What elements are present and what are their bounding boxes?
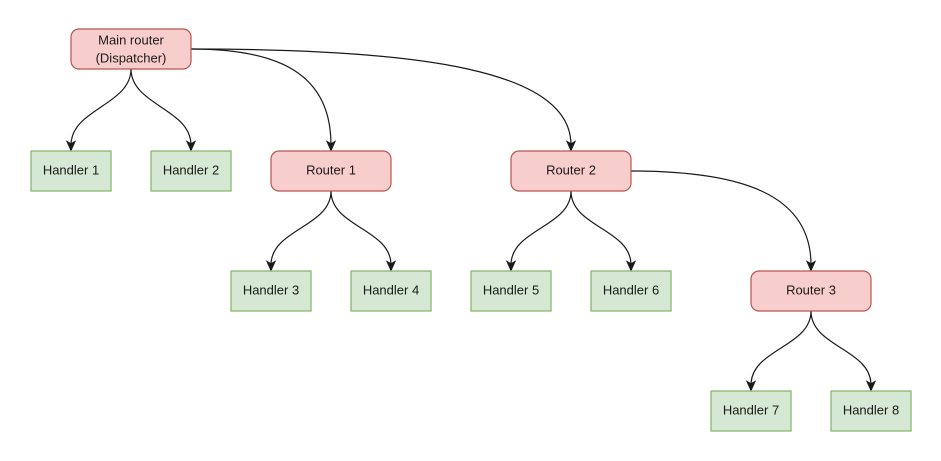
node-main-router[interactable]: Main router(Dispatcher) <box>70 28 192 70</box>
arrow-head-icon <box>265 260 277 272</box>
nodes-layer: Main router(Dispatcher) Handler 1 Handler … <box>30 28 912 432</box>
node-handler-2[interactable]: Handler 2 <box>150 150 232 192</box>
node-shape-handler <box>830 390 912 432</box>
edge-router-3-to-handler-8[interactable] <box>810 310 877 392</box>
arrow-head-icon <box>565 140 577 152</box>
node-shape-handler <box>350 270 432 312</box>
edge-line <box>810 310 872 386</box>
edge-main-router-to-router-2[interactable] <box>190 48 577 152</box>
edge-line <box>190 48 572 146</box>
arrow-head-icon <box>745 380 757 392</box>
arrow-head-icon <box>505 260 517 272</box>
edge-line <box>70 68 132 146</box>
edge-line <box>750 310 812 386</box>
arrow-head-icon <box>325 140 337 152</box>
edges-layer <box>65 48 877 392</box>
node-handler-4[interactable]: Handler 4 <box>350 270 432 312</box>
node-router-2[interactable]: Router 2 <box>510 150 632 192</box>
node-shape-handler <box>470 270 552 312</box>
node-handler-3[interactable]: Handler 3 <box>230 270 312 312</box>
node-router-1[interactable]: Router 1 <box>270 150 392 192</box>
edge-router-1-to-handler-3[interactable] <box>265 190 332 272</box>
edge-router-2-to-router-3[interactable] <box>630 170 817 272</box>
edge-router-2-to-handler-5[interactable] <box>505 190 572 272</box>
node-handler-1[interactable]: Handler 1 <box>30 150 112 192</box>
node-handler-6[interactable]: Handler 6 <box>590 270 672 312</box>
arrow-head-icon <box>805 260 817 272</box>
edge-line <box>330 190 392 266</box>
edge-main-router-to-handler-2[interactable] <box>130 68 197 152</box>
edge-router-2-to-handler-6[interactable] <box>570 190 637 272</box>
arrow-head-icon <box>385 260 397 272</box>
node-shape-handler <box>150 150 232 192</box>
node-shape-router <box>510 150 632 192</box>
arrow-head-icon <box>65 140 77 152</box>
edge-line <box>190 48 332 146</box>
node-shape-handler <box>230 270 312 312</box>
node-handler-5[interactable]: Handler 5 <box>470 270 552 312</box>
node-router-3[interactable]: Router 3 <box>750 270 872 312</box>
edge-main-router-to-handler-1[interactable] <box>65 68 132 152</box>
edge-router-1-to-handler-4[interactable] <box>330 190 397 272</box>
edge-line <box>570 190 632 266</box>
edge-router-3-to-handler-7[interactable] <box>745 310 812 392</box>
edge-line <box>270 190 332 266</box>
edge-line <box>510 190 572 266</box>
node-handler-8[interactable]: Handler 8 <box>830 390 912 432</box>
edge-line <box>630 170 812 266</box>
arrow-head-icon <box>625 260 637 272</box>
node-shape-router <box>750 270 872 312</box>
node-shape-handler <box>590 270 672 312</box>
edge-main-router-to-router-1[interactable] <box>190 48 337 152</box>
edge-line <box>130 68 192 146</box>
node-shape-handler <box>710 390 792 432</box>
node-shape-router <box>270 150 392 192</box>
arrow-head-icon <box>865 380 877 392</box>
node-handler-7[interactable]: Handler 7 <box>710 390 792 432</box>
arrow-head-icon <box>185 140 197 152</box>
node-shape-handler <box>30 150 112 192</box>
node-shape-router <box>70 28 192 70</box>
